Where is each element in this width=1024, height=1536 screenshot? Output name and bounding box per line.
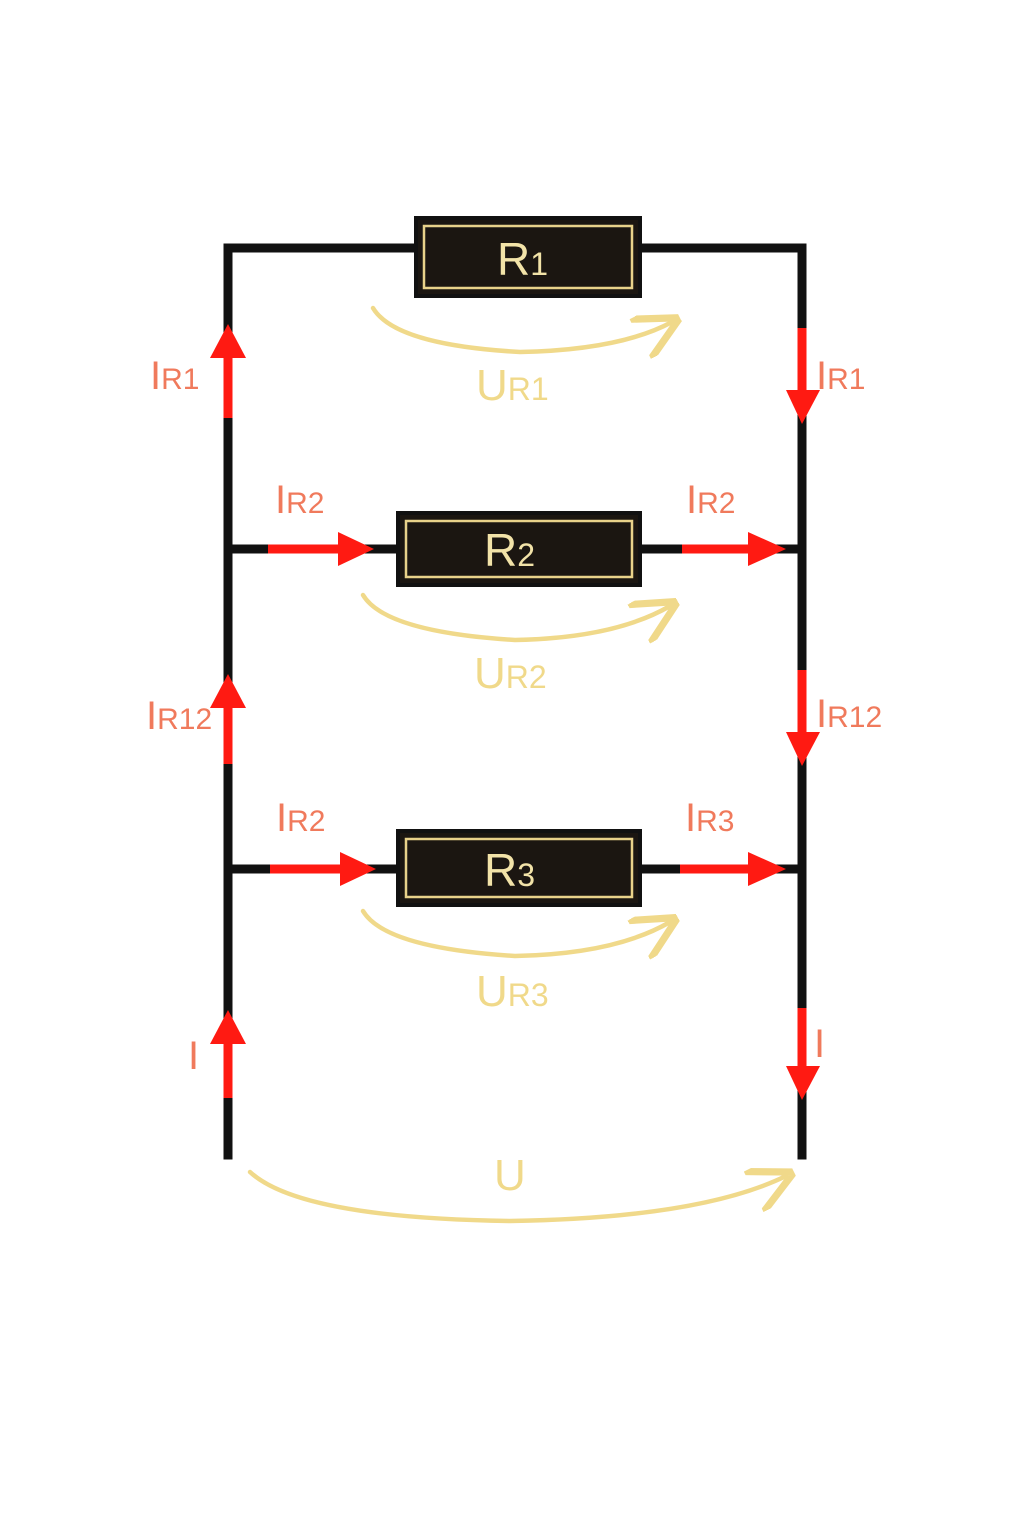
current-arrow-out-r3 bbox=[680, 852, 786, 886]
current-label-right-r1: IR1 bbox=[816, 354, 866, 398]
current-label-out-r2: IR2 bbox=[686, 478, 736, 522]
voltage-label-ur2: UR2 bbox=[474, 649, 547, 698]
voltage-arrow-ur1 bbox=[370, 305, 672, 352]
resistor-r3 bbox=[396, 829, 642, 907]
current-arrows bbox=[210, 324, 820, 1100]
left-rail-wire bbox=[223, 243, 423, 1160]
current-label-right-i: I bbox=[814, 1022, 826, 1066]
resistor-r1 bbox=[414, 216, 642, 298]
current-arrow-right-r12 bbox=[786, 670, 820, 766]
current-arrow-in-r3 bbox=[270, 852, 376, 886]
current-label-in-r3: IR2 bbox=[276, 796, 326, 840]
resistor-r2-label: R2 bbox=[484, 524, 536, 576]
resistor-r2 bbox=[396, 511, 642, 587]
current-label-right-r12: IR12 bbox=[816, 692, 883, 736]
current-label-out-r3: IR3 bbox=[685, 796, 735, 840]
current-arrow-out-r2 bbox=[682, 532, 786, 566]
voltage-arrows bbox=[247, 305, 786, 1224]
voltage-label-u: U bbox=[494, 1151, 526, 1200]
voltage-label-ur1: UR1 bbox=[476, 361, 549, 410]
current-label-left-i: I bbox=[188, 1034, 200, 1078]
resistor-r1-label: R1 bbox=[497, 233, 549, 285]
current-label-in-r2: IR2 bbox=[275, 478, 325, 522]
voltage-label-ur3: UR3 bbox=[476, 967, 549, 1016]
voltage-arrow-ur3 bbox=[360, 908, 670, 956]
current-arrow-left-r12 bbox=[210, 674, 246, 764]
voltage-arrow-ur2 bbox=[360, 592, 670, 640]
current-arrow-left-r1 bbox=[210, 324, 246, 418]
current-arrow-left-i bbox=[210, 1010, 246, 1098]
current-arrow-in-r2 bbox=[268, 532, 374, 566]
current-arrow-right-i bbox=[786, 1008, 820, 1100]
current-label-left-r12: IR12 bbox=[146, 694, 213, 738]
voltage-arrow-u bbox=[247, 1172, 786, 1224]
top-right-wire bbox=[633, 243, 807, 1160]
current-arrow-right-r1 bbox=[786, 328, 820, 424]
current-label-left-r1: IR1 bbox=[150, 354, 200, 398]
resistor-r3-label: R3 bbox=[484, 844, 536, 896]
